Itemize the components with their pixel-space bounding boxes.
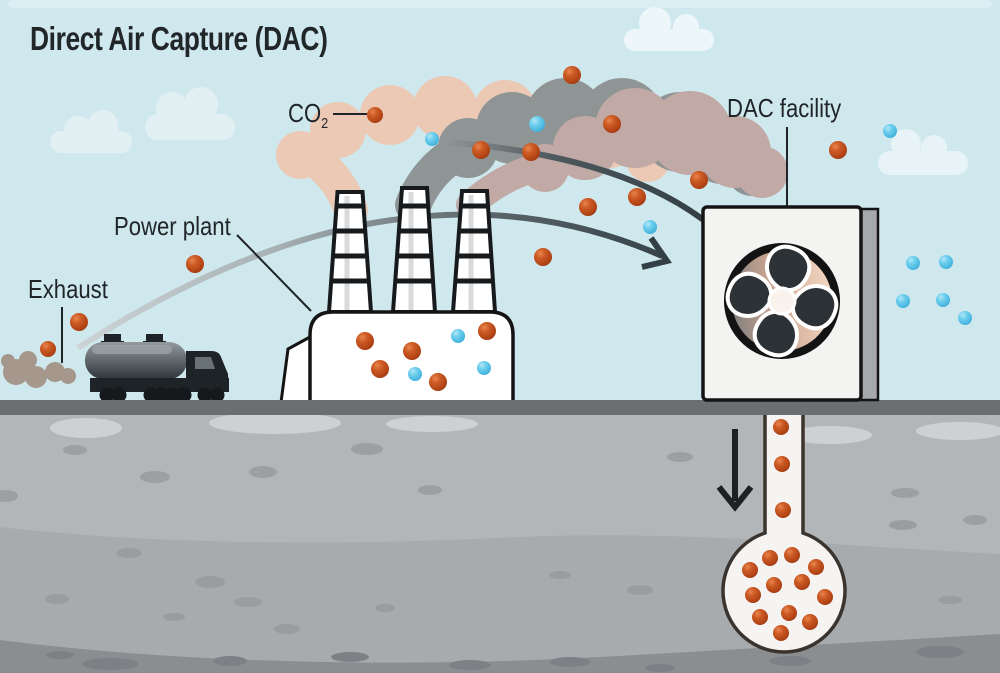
fan-blades [721, 244, 843, 362]
dac-facility-label: DAC facility [727, 93, 842, 123]
air-molecule [643, 220, 657, 234]
co2-molecule [367, 107, 383, 123]
co2-molecule [403, 342, 421, 360]
co2-molecule [690, 171, 708, 189]
co2-molecule [356, 332, 374, 350]
air-molecule [883, 124, 897, 138]
soil-blobs-mid [45, 520, 962, 634]
exhaust-label: Exhaust [28, 274, 108, 304]
road [0, 400, 1000, 415]
co2-molecule [762, 550, 778, 566]
air-molecule [425, 132, 439, 146]
soil-blobs-top [0, 443, 987, 525]
co2-molecule [829, 141, 847, 159]
co2-molecules-bulb [742, 547, 833, 641]
co2-molecule [817, 589, 833, 605]
cloud [50, 110, 132, 153]
co2-molecule [429, 373, 447, 391]
leader-lines [61, 113, 788, 363]
air-molecules-sky [425, 116, 897, 234]
co2-molecules-tube [773, 419, 791, 518]
exhaust-smoke [1, 351, 76, 388]
co2-molecule [40, 341, 56, 357]
soil-blobs-bottom [46, 646, 964, 672]
injection-down-arrow [716, 429, 754, 512]
dac-facility [701, 205, 880, 402]
co2-molecule [472, 141, 490, 159]
soil-light-patches [50, 412, 1000, 444]
air-molecule [451, 329, 465, 343]
tanker-truck [85, 334, 229, 403]
soil-layer-bottom [0, 634, 1000, 673]
air-molecule [408, 367, 422, 381]
co2-molecule [579, 198, 597, 216]
co2-molecule [774, 456, 790, 472]
co2-molecule [752, 609, 768, 625]
co2-molecule [784, 547, 800, 563]
co2-molecule [794, 574, 810, 590]
co2-molecule [745, 587, 761, 603]
co2-molecule [775, 502, 791, 518]
smokestack [326, 190, 374, 314]
co2-molecule [70, 313, 88, 331]
co2-molecule [186, 255, 204, 273]
smokestack [390, 186, 438, 314]
co2-molecule [802, 614, 818, 630]
co2-molecule [628, 188, 646, 206]
air-molecule [958, 311, 972, 325]
co2-molecule [766, 577, 782, 593]
fan-hub [767, 286, 797, 316]
air-molecule [896, 294, 910, 308]
co2-molecule [371, 360, 389, 378]
capture-arc-from-exhaust [76, 211, 672, 351]
co2-molecules-plant [356, 322, 496, 391]
co2-molecule [773, 419, 789, 435]
air-molecule [529, 116, 545, 132]
underground [0, 410, 1000, 673]
cloud [624, 7, 714, 51]
power-plant [278, 186, 515, 412]
power-plant-label: Power plant [114, 211, 231, 241]
air-molecules-outlet [896, 255, 972, 325]
air-molecules-plant [408, 329, 491, 381]
air-molecule [906, 256, 920, 270]
smokestack [450, 189, 498, 314]
air-molecule [939, 255, 953, 269]
co2-molecule [534, 248, 552, 266]
power-plant-leader [236, 234, 312, 312]
diagram-title: Direct Air Capture (DAC) [30, 20, 328, 57]
co2-molecule [563, 66, 581, 84]
cloud [145, 87, 235, 140]
co2-molecule [478, 322, 496, 340]
co2-label: CO2 [288, 98, 329, 133]
co2-molecule [773, 625, 789, 641]
storage-well [721, 406, 847, 654]
fan [721, 243, 843, 362]
co2-molecules-sky [40, 66, 847, 357]
co2-molecule [742, 562, 758, 578]
air-molecule [936, 293, 950, 307]
co2-molecule [603, 115, 621, 133]
truck [1, 334, 229, 403]
clouds [50, 7, 968, 175]
air-molecule [477, 361, 491, 375]
cloud [878, 129, 968, 175]
co2-molecule [808, 559, 824, 575]
co2-molecule [781, 605, 797, 621]
facility-side-panel [859, 207, 880, 402]
co2-molecule [522, 143, 540, 161]
